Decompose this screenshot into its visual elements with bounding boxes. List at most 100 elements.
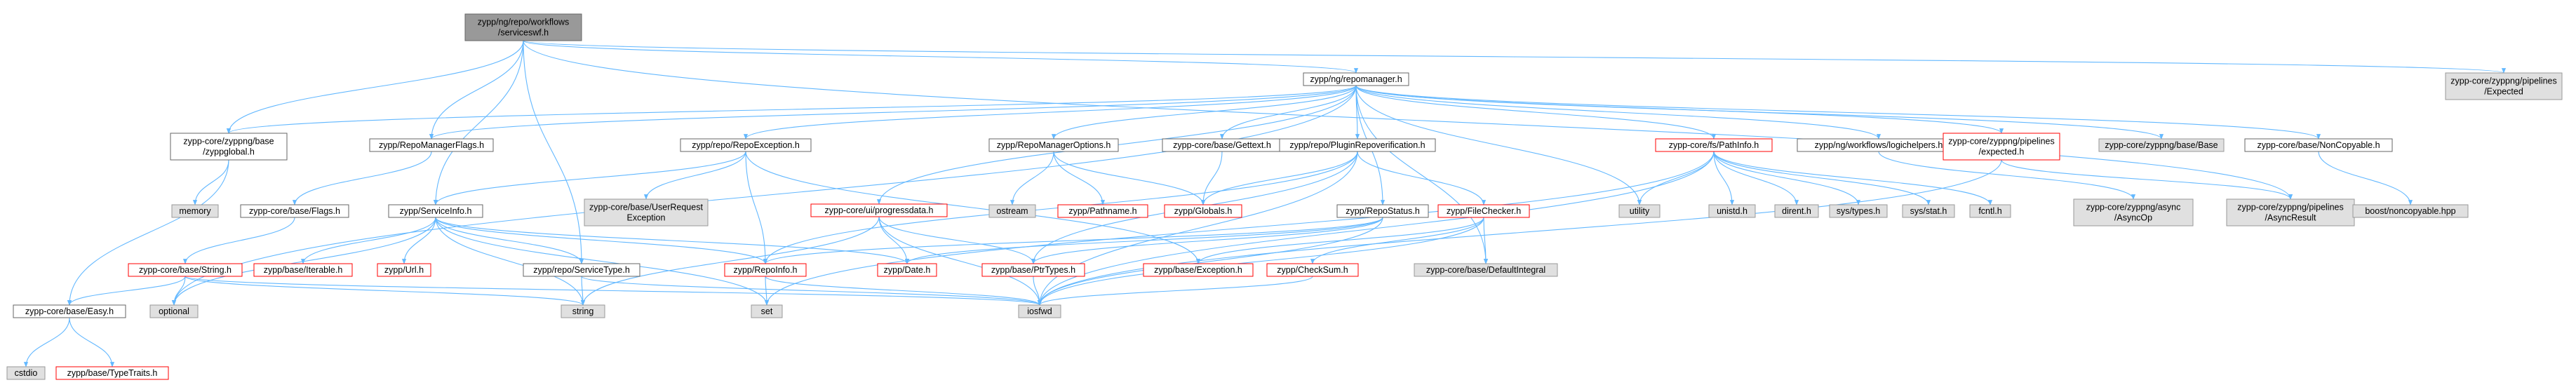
node-label-expected_sys: zypp-core/zyppng/pipelines	[2450, 76, 2556, 86]
node-box-repoexception	[680, 138, 812, 152]
node-box-root	[464, 13, 582, 41]
node-exception[interactable]: zypp/base/Exception.h	[1143, 263, 1254, 277]
edge-expected_h-to-asyncresult	[2001, 159, 2293, 200]
node-utility: utility	[1618, 204, 1661, 218]
edges-layer	[23, 40, 2506, 367]
edge-progressdata-to-iosfwd	[878, 216, 1042, 306]
node-box-defaultintegral	[1414, 263, 1558, 277]
edge-serviceinfo-to-iterable	[300, 217, 436, 264]
node-date[interactable]: zypp/Date.h	[877, 263, 937, 277]
node-checksum[interactable]: zypp/CheckSum.h	[1266, 263, 1359, 277]
node-root[interactable]: zypp/ng/repo/workflows/serviceswf.h	[464, 13, 582, 41]
edge-repoinfo-to-set	[764, 276, 770, 306]
node-url[interactable]: zypp/Url.h	[377, 263, 431, 277]
edge-string_h-to-iosfwd	[185, 276, 1042, 306]
node-filechecker[interactable]: zypp/FileChecker.h	[1437, 204, 1530, 218]
node-globals[interactable]: zypp/Globals.h	[1164, 204, 1242, 218]
node-label-expected_h: zypp-core/zyppng/pipelines	[1948, 137, 2054, 147]
node-label-gettext: zypp-core/base/Gettext.h	[1173, 140, 1271, 150]
node-label-url: zypp/Url.h	[384, 265, 424, 275]
node-zyppglobal[interactable]: zypp-core/zyppng/base/zyppglobal.h	[170, 133, 288, 161]
edge-repostatus-to-ptrtypes	[1031, 217, 1383, 264]
node-pathname[interactable]: zypp/Pathname.h	[1057, 204, 1148, 218]
edge-serviceinfo-to-date	[435, 217, 909, 264]
node-boostnoncopyable: boost/noncopyable.hpp	[2352, 204, 2469, 218]
edge-filechecker-to-iosfwd	[1037, 217, 1484, 306]
edge-easy-to-cstdio	[23, 317, 70, 367]
nodes-layer: zypp/ng/repo/workflows/serviceswf.hzypp/…	[6, 13, 2563, 380]
edge-noncopyable-to-boostnoncopyable	[2318, 151, 2413, 205]
node-pluginrepoverification[interactable]: zypp/repo/PluginRepoverification.h	[1279, 138, 1436, 152]
node-box-date	[877, 263, 937, 277]
edge-pluginrepoverification-to-iosfwd	[1037, 151, 1358, 306]
node-label-root: zypp/ng/repo/workflows	[478, 18, 570, 27]
node-optional: optional	[149, 304, 199, 318]
node-label-memory: memory	[179, 206, 211, 216]
edge-pluginrepoverification-to-filechecker	[1357, 151, 1487, 205]
node-label-typetraits: zypp/base/TypeTraits.h	[67, 368, 158, 378]
node-label-unistd: unistd.h	[1717, 206, 1747, 216]
node-memory: memory	[171, 204, 219, 218]
node-flags[interactable]: zypp-core/base/Flags.h	[240, 204, 349, 218]
node-repomanagerflags[interactable]: zypp/RepoManagerFlags.h	[369, 138, 494, 152]
edge-repomanager-to-zyppngbase	[1355, 85, 2164, 140]
node-label-cstdio: cstdio	[15, 368, 38, 378]
node-repomanageroptions[interactable]: zypp/RepoManagerOptions.h	[988, 138, 1119, 152]
edge-repomanager-to-repomanagerflags	[429, 85, 1357, 140]
node-repoexception[interactable]: zypp/repo/RepoException.h	[680, 138, 812, 152]
node-servicetype[interactable]: zypp/repo/ServiceType.h	[523, 263, 640, 277]
node-progressdata[interactable]: zypp-core/ui/progressdata.h	[810, 203, 948, 217]
node-box-repomanageroptions	[988, 138, 1119, 152]
edge-pathinfo-to-fcntl	[1713, 151, 1993, 205]
node-string: string	[561, 304, 605, 318]
node-ostream: ostream	[988, 204, 1036, 218]
node-box-pathinfo	[1655, 138, 1773, 152]
node-box-memory	[171, 204, 219, 218]
node-box-repostatus	[1336, 204, 1429, 218]
node-repostatus[interactable]: zypp/RepoStatus.h	[1336, 204, 1429, 218]
edge-pathinfo-to-set	[765, 151, 1715, 306]
node-logichelpers[interactable]: zypp/ng/workflows/logichelpers.h	[1797, 138, 1961, 152]
edge-repomanager-to-pathinfo	[1355, 85, 1716, 140]
edge-repomanager-to-repoexception	[744, 85, 1357, 140]
node-box-fcntl	[1969, 204, 2011, 218]
edge-zyppglobal-to-memory	[192, 159, 229, 205]
node-label-pluginrepoverification: zypp/repo/PluginRepoverification.h	[1289, 140, 1425, 150]
node-expected_h[interactable]: zypp-core/zyppng/pipelines/expected.h	[1943, 133, 2060, 161]
edge-servicetype-to-string	[580, 276, 586, 306]
edge-repomanager-to-defaultintegral	[1355, 85, 1489, 264]
node-typetraits[interactable]: zypp/base/TypeTraits.h	[55, 366, 169, 380]
edge-easy-to-typetraits	[69, 317, 115, 367]
node-gettext[interactable]: zypp-core/base/Gettext.h	[1162, 138, 1282, 152]
node-string_h[interactable]: zypp-core/base/String.h	[128, 263, 243, 277]
node-label-noncopyable: zypp-core/base/NonCopyable.h	[2257, 140, 2380, 150]
node-repomanager[interactable]: zypp/ng/repomanager.h	[1303, 72, 1409, 86]
edge-filechecker-to-defaultintegral	[1483, 217, 1489, 264]
node-noncopyable[interactable]: zypp-core/base/NonCopyable.h	[2244, 138, 2393, 152]
node-label-expected_h: /expected.h	[1979, 147, 2025, 157]
node-label-asyncop: zypp-core/zyppng/async	[2086, 203, 2181, 212]
node-label-ostream: ostream	[996, 206, 1028, 216]
edge-serviceinfo-to-repoinfo	[435, 217, 767, 264]
node-ptrtypes[interactable]: zypp/base/PtrTypes.h	[981, 263, 1085, 277]
node-pathinfo[interactable]: zypp-core/fs/PathInfo.h	[1655, 138, 1773, 152]
edge-repostatus-to-iosfwd	[1037, 217, 1383, 306]
node-serviceinfo[interactable]: zypp/ServiceInfo.h	[388, 204, 483, 218]
node-box-servicetype	[523, 263, 640, 277]
edge-repostatus-to-repoinfo	[763, 217, 1383, 264]
node-label-zyppglobal: zypp-core/zyppng/base	[183, 137, 274, 147]
node-sysstat: sys/stat.h	[1902, 204, 1955, 218]
edge-repomanager-to-gettext	[1219, 85, 1357, 140]
node-label-utility: utility	[1630, 206, 1650, 216]
node-label-globals: zypp/Globals.h	[1174, 206, 1233, 216]
edge-logichelpers-to-asyncop	[1878, 151, 2136, 200]
node-box-zyppngbase	[2098, 138, 2225, 152]
node-repoinfo[interactable]: zypp/RepoInfo.h	[724, 263, 807, 277]
node-label-filechecker: zypp/FileChecker.h	[1447, 206, 1521, 216]
edge-repomanager-to-noncopyable	[1355, 85, 2321, 140]
node-iterable[interactable]: zypp/base/Iterable.h	[253, 263, 353, 277]
node-label-dirent: dirent.h	[1782, 206, 1811, 216]
node-easy[interactable]: zypp-core/base/Easy.h	[13, 304, 126, 318]
node-label-defaultintegral: zypp-core/base/DefaultIntegral	[1426, 265, 1545, 275]
node-box-set	[751, 304, 783, 318]
